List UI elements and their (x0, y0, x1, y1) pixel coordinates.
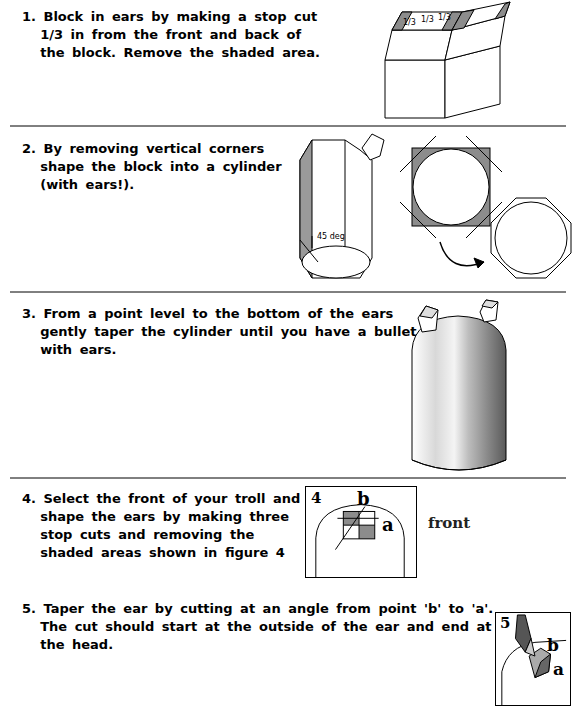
figure-box: 4 ba (305, 486, 417, 578)
point-label: a (382, 516, 394, 534)
direction-label: front (428, 514, 470, 532)
dimension-label: 1/3 (438, 13, 451, 22)
figure-box: 5 ba (495, 612, 571, 706)
instruction-step: 5. Taper the ear by cutting at an angle … (22, 600, 505, 654)
point-label: a (553, 661, 564, 678)
figure-number: 4 (311, 491, 321, 506)
figure-number: 5 (500, 616, 510, 631)
dimension-label: 1/3 (403, 18, 416, 27)
instruction-step: 3. From a point level to the bottom of t… (22, 305, 425, 359)
instruction-step: 2. By removing vertical corners shape th… (22, 140, 305, 194)
point-label: b (357, 490, 370, 508)
point-label: b (547, 637, 559, 654)
dimension-label: 45 deg (317, 232, 345, 241)
instruction-step: 1. Block in ears by making a stop cut 1/… (22, 8, 325, 62)
instruction-step: 4. Select the front of your troll and sh… (22, 490, 310, 562)
dimension-label: 1/3 (421, 15, 434, 24)
